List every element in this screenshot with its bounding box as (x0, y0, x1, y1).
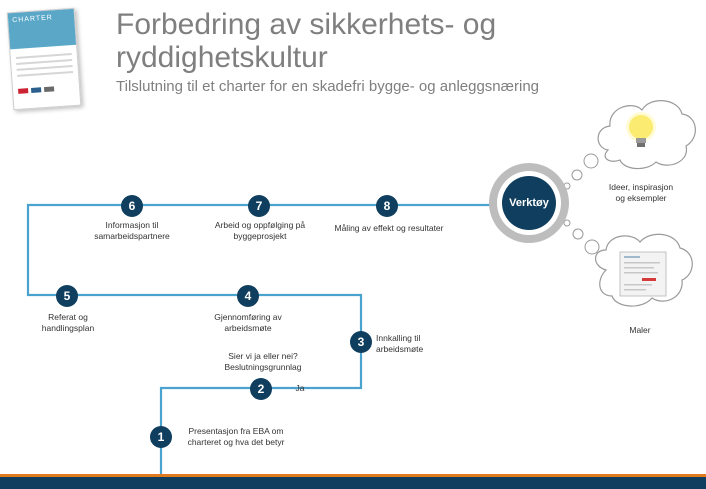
footer-bar (0, 477, 706, 489)
slide-subtitle: Tilslutning til et charter for en skadef… (116, 78, 540, 95)
step-node-3: 3 (350, 331, 372, 353)
step-node-1: 1 (150, 426, 172, 448)
process-connector (26, 203, 490, 476)
step-node-4: 4 (237, 285, 259, 307)
step-label-2: Sier vi ja eller nei? Beslutningsgrunnla… (224, 351, 302, 372)
tools-hub-ring: Verktøy (489, 163, 569, 243)
templates-label: Maler (629, 325, 651, 335)
step-node-5: 5 (56, 285, 78, 307)
step-label-4: Gjennomføring av arbeidsmøte (214, 312, 282, 333)
edge-label-ja: Ja (295, 383, 305, 393)
step-label-7: Arbeid og oppfølging på byggeprosjekt (214, 220, 306, 241)
step-node-2: 2 (250, 378, 272, 400)
template-document-icon (619, 251, 667, 297)
step-label-3: Innkalling til arbeidsmøte (376, 333, 424, 354)
slide-title: Forbedring av sikkerhets- og ryddighetsk… (116, 8, 497, 74)
step-label-1: Presentasjon fra EBA om charteret og hva… (187, 426, 285, 447)
step-label-6: Informasjon til samarbeidspartnere (94, 220, 170, 241)
step-label-5: Referat og handlingsplan (41, 312, 95, 333)
lightbulb-icon (626, 112, 656, 147)
footer-stripe (0, 474, 706, 477)
ideas-thought-cloud (563, 100, 696, 190)
tools-hub: Verktøy (502, 176, 556, 230)
ideas-label: Ideer, inspirasjon og eksempler (608, 182, 674, 203)
step-node-7: 7 (248, 195, 270, 217)
step-node-8: 8 (376, 195, 398, 217)
step-label-8: Måling av effekt og resultater (334, 223, 444, 233)
step-node-6: 6 (121, 195, 143, 217)
